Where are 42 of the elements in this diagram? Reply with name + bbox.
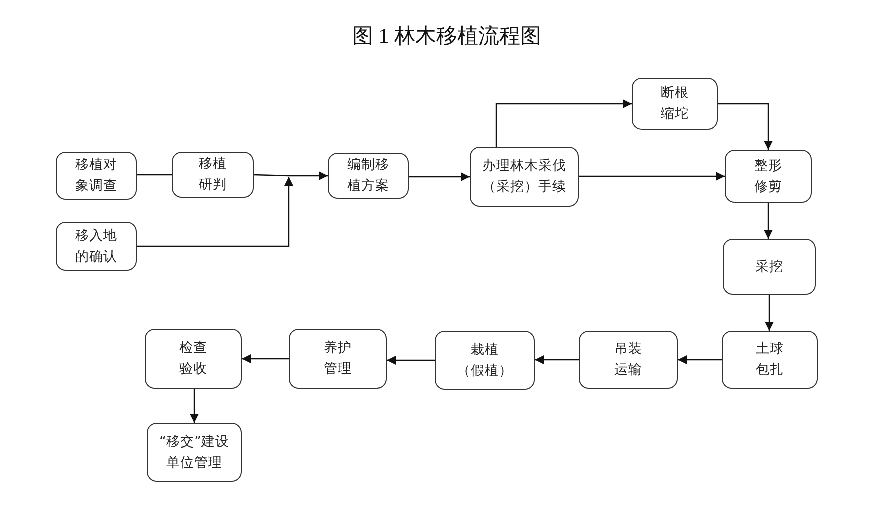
arrow [579, 172, 725, 181]
diagram-title: 图 1 林木移植流程图 [352, 23, 542, 50]
box-label: 办理林木采伐（采挖）手续 [481, 157, 568, 197]
box-label: 移入地的确认 [75, 226, 118, 266]
arrow [289, 172, 328, 180]
arrow [190, 389, 199, 423]
process-box [147, 423, 242, 482]
process-box [328, 153, 409, 199]
box-label: 栽植（假植） [456, 340, 514, 380]
arrow [764, 203, 773, 239]
process-box [289, 329, 387, 389]
arrow [765, 295, 774, 331]
arrow [409, 172, 470, 182]
box-label: 编制移植方案 [347, 156, 390, 196]
arrow [718, 103, 773, 150]
arrow [137, 177, 294, 248]
box-label: 检查验收 [179, 339, 208, 379]
process-box [579, 331, 678, 389]
process-box [56, 222, 137, 271]
arrow [678, 356, 722, 364]
box-label: “移交”建设单位管理 [158, 432, 230, 472]
process-box [145, 329, 242, 389]
process-box [56, 152, 137, 200]
arrow [496, 100, 632, 147]
arrow [242, 354, 289, 364]
box-label: 断根缩坨 [660, 84, 690, 124]
box-label: 移植研判 [198, 155, 228, 195]
process-box [722, 331, 818, 389]
process-box [435, 331, 535, 390]
box-label: 吊装运输 [614, 340, 643, 380]
process-box [723, 239, 816, 295]
box-label: 移植对象调查 [75, 156, 118, 196]
arrow [387, 356, 435, 365]
box-label: 土球包扎 [756, 340, 784, 380]
process-box [725, 150, 812, 203]
process-box [470, 147, 579, 207]
process-box [632, 78, 718, 130]
process-box [172, 152, 254, 198]
arrow [535, 356, 579, 364]
box-label: 养护管理 [324, 339, 352, 379]
box-label: 整形修剪 [754, 156, 783, 196]
box-label: 采挖 [755, 258, 784, 276]
